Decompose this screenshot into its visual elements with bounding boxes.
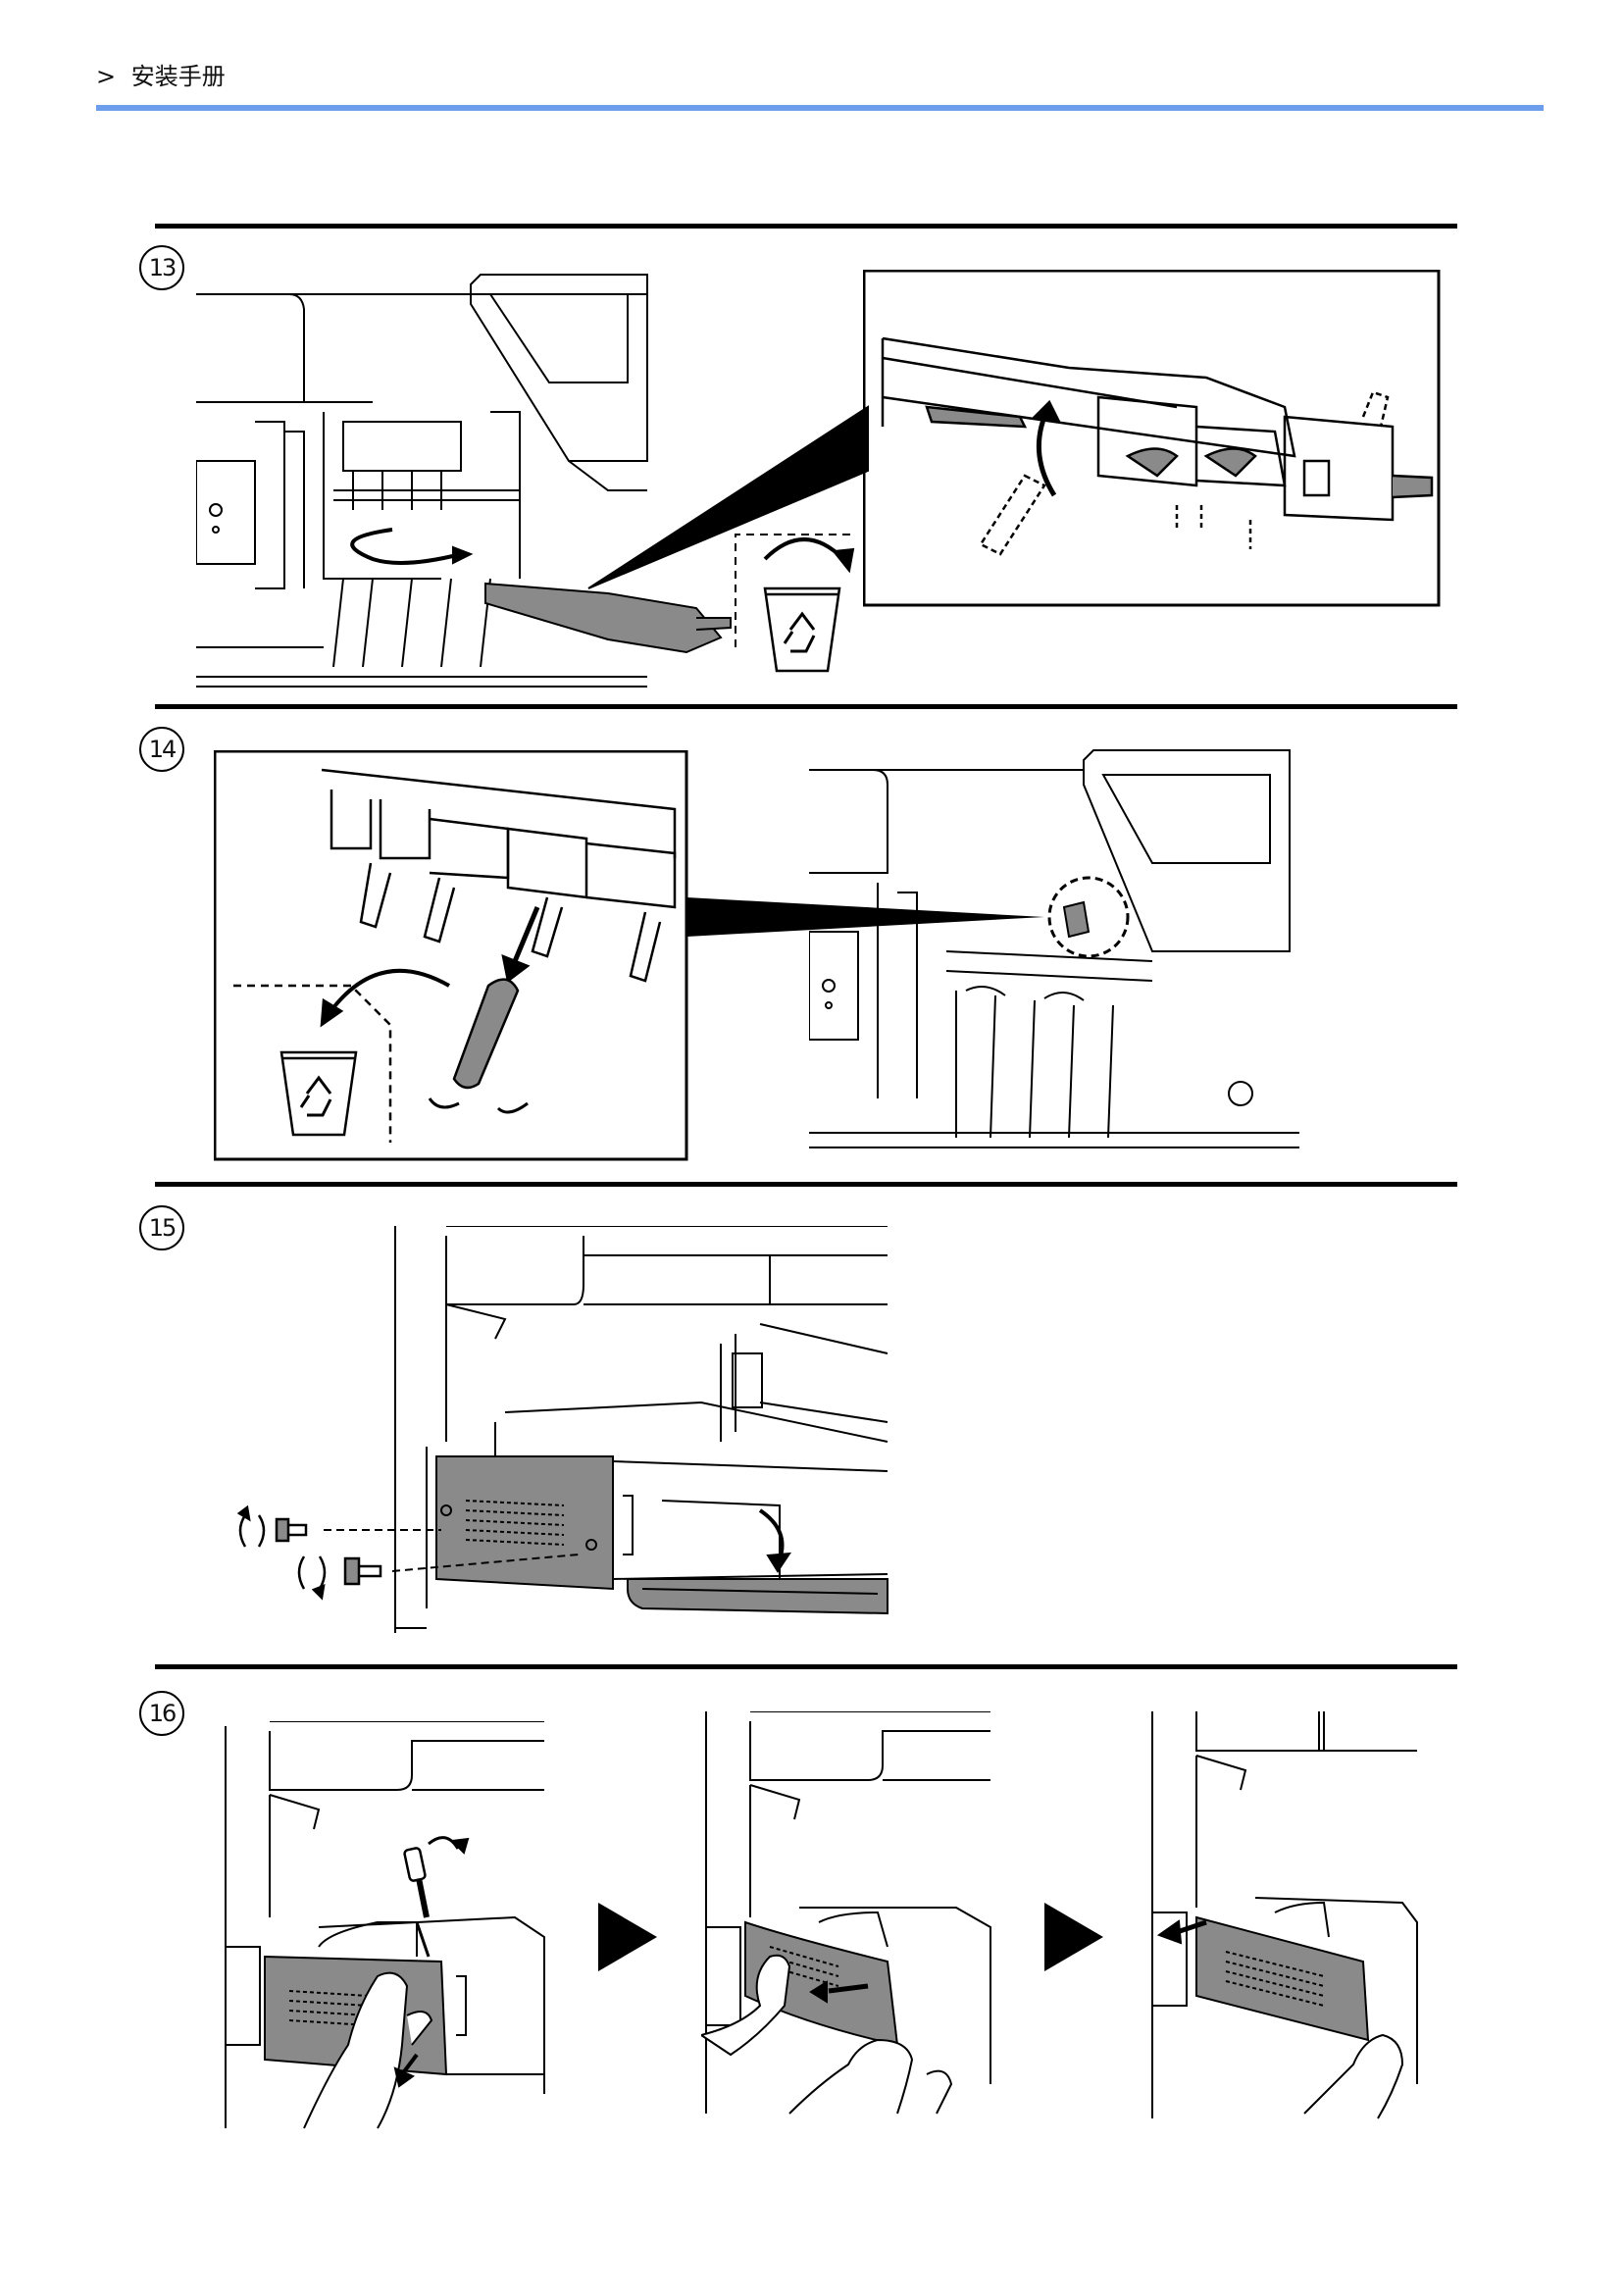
step-divider (155, 1182, 1457, 1187)
step-number: 13 (139, 245, 184, 290)
step14-inset-detail (214, 750, 689, 1162)
step-divider (155, 224, 1457, 229)
step15-illustration (387, 1226, 897, 1638)
step16-illustration-1 (221, 1721, 554, 2133)
step-number: 16 (139, 1691, 184, 1736)
step16-illustration-3 (1147, 1711, 1422, 2123)
next-step-arrow-icon (1044, 1903, 1103, 1971)
step-number: 14 (139, 727, 184, 772)
recycle-bin-icon (279, 1045, 358, 1143)
next-step-arrow-icon (598, 1903, 657, 1971)
page-title: 安装手册 (130, 63, 226, 90)
step14-projection (686, 888, 1049, 946)
step13-inset-detail (863, 270, 1442, 608)
screw-icon (226, 1496, 598, 1604)
recycle-bin-icon (763, 581, 841, 679)
step-number: 15 (139, 1205, 184, 1250)
header-divider (96, 105, 1544, 111)
step14-illustration (809, 745, 1299, 1162)
step16-illustration-2 (701, 1711, 995, 2123)
step13-illustration (196, 265, 883, 696)
header: > 安装手册 (96, 57, 226, 91)
breadcrumb-marker: > (96, 63, 117, 90)
step-divider (155, 1664, 1457, 1669)
step-divider (155, 704, 1457, 709)
